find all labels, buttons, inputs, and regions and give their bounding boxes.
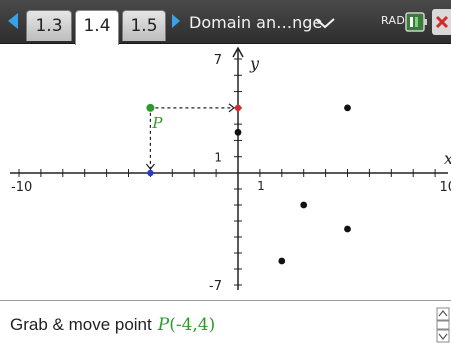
tab-1-5[interactable]: 1.5: [122, 10, 166, 41]
tab-1-4[interactable]: 1.4: [75, 10, 119, 45]
chevron-down-icon[interactable]: [314, 17, 336, 29]
document-title[interactable]: Domain an…nge: [189, 13, 323, 32]
x-axis-marker: [147, 169, 154, 177]
x-max-label: 10: [439, 180, 451, 195]
point-p-label: P: [151, 114, 163, 132]
triangle-left-icon[interactable]: [8, 13, 18, 29]
coordinate-plane[interactable]: -10 10 1 7 -7 1 x y P: [0, 45, 451, 300]
triangle-right-icon[interactable]: [172, 14, 180, 28]
axes: [10, 46, 448, 290]
tick-marks: [18, 58, 436, 286]
data-point: [234, 128, 242, 136]
movable-point-p[interactable]: [146, 103, 155, 112]
horizontal-guide-arrow: [228, 103, 235, 113]
guide-lines: [145, 103, 235, 170]
close-button[interactable]: [432, 9, 451, 35]
data-point: [344, 104, 351, 112]
x-axis-label: x: [444, 149, 451, 168]
scroll-arrows-icon[interactable]: [436, 307, 451, 343]
point-reference: P: [157, 315, 170, 335]
graph-area[interactable]: -10 10 1 7 -7 1 x y P: [0, 45, 451, 300]
x-min-label: -10: [11, 180, 32, 195]
angle-mode-indicator: RAD: [381, 14, 406, 27]
point-coordinates: (-4,4): [169, 315, 216, 335]
tab-1-3[interactable]: 1.3: [26, 10, 72, 41]
instruction-text: Grab & move point P(-4,4): [10, 315, 215, 335]
instruction-label: Grab & move point: [10, 315, 152, 334]
x-one-label: 1: [257, 179, 265, 193]
top-tab-bar: 1.3 1.4 1.5 Domain an…nge RAD: [0, 0, 451, 45]
vertical-guide-arrow: [145, 163, 155, 170]
y-min-label: -7: [209, 279, 222, 294]
data-point: [300, 201, 308, 209]
y-one-label: 1: [214, 151, 222, 165]
y-axis-marker: [234, 104, 242, 112]
y-axis-label: y: [249, 54, 260, 73]
data-point: [344, 225, 351, 233]
close-icon: [435, 15, 449, 29]
data-point: [278, 257, 286, 265]
battery-icon: [405, 12, 427, 32]
y-max-label: 7: [214, 53, 222, 68]
points: [146, 103, 351, 265]
y-axis-arrow: [232, 46, 244, 58]
instruction-bar: Grab & move point P(-4,4): [0, 300, 451, 346]
